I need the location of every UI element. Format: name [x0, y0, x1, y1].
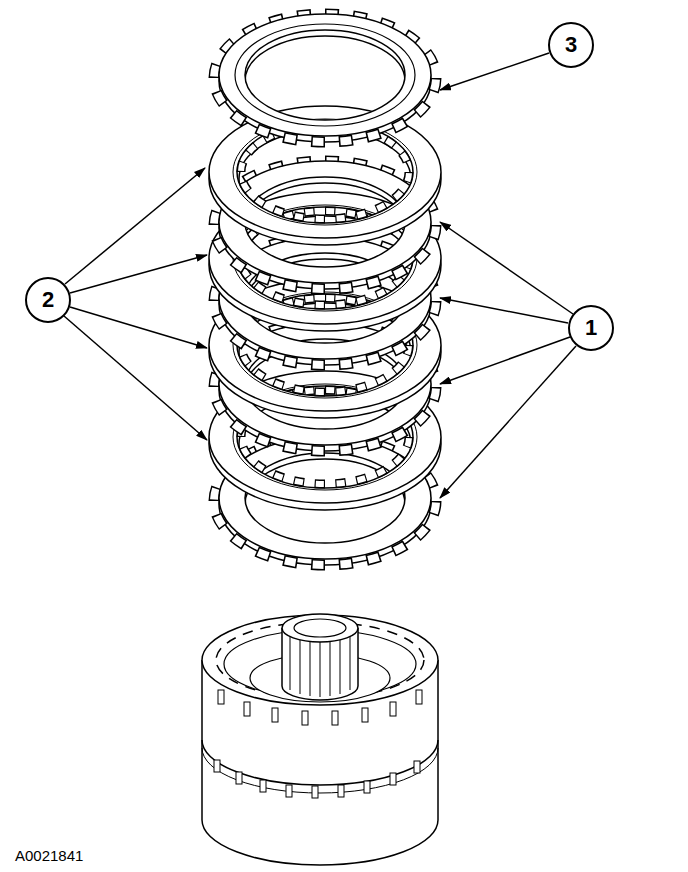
callout-circle: 2	[25, 277, 71, 323]
callout-number: 3	[565, 34, 577, 56]
callout-number: 1	[585, 317, 597, 339]
figure-code: A0021841	[15, 848, 83, 863]
clutch-plates	[209, 14, 441, 565]
clutch-drum	[202, 614, 438, 865]
callout-number: 2	[42, 289, 54, 311]
callout-circle: 1	[568, 305, 614, 351]
leader-lines	[64, 53, 576, 498]
callout-circle: 3	[548, 22, 594, 68]
